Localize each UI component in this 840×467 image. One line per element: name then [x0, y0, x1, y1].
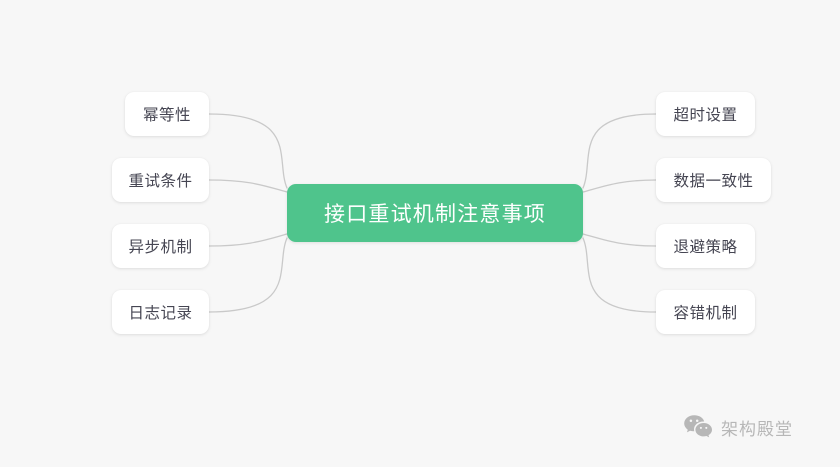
connector-right-1: [582, 179, 657, 193]
leaf-node-right-2[interactable]: 数据一致性: [656, 158, 771, 202]
watermark-text: 架构殿堂: [721, 419, 793, 439]
connector-right-2: [582, 233, 657, 247]
leaf-node-left-3[interactable]: 异步机制: [112, 224, 209, 268]
leaf-node-right-1[interactable]: 超时设置: [656, 92, 755, 136]
connector-left-0: [208, 113, 288, 189]
connector-left-1: [208, 179, 288, 193]
center-node[interactable]: 接口重试机制注意事项: [287, 184, 583, 242]
watermark: 架构殿堂: [683, 414, 793, 440]
connector-right-0: [582, 113, 657, 189]
connector-left-2: [208, 233, 288, 247]
leaf-node-right-4[interactable]: 容错机制: [656, 290, 755, 334]
wechat-icon: [684, 415, 712, 438]
leaf-node-left-2[interactable]: 重试条件: [112, 158, 209, 202]
leaf-node-left-1[interactable]: 幂等性: [125, 92, 209, 136]
leaf-node-left-4[interactable]: 日志记录: [112, 290, 209, 334]
connector-left-3: [208, 237, 288, 313]
connector-right-3: [582, 237, 657, 313]
leaf-node-right-3[interactable]: 退避策略: [656, 224, 755, 268]
